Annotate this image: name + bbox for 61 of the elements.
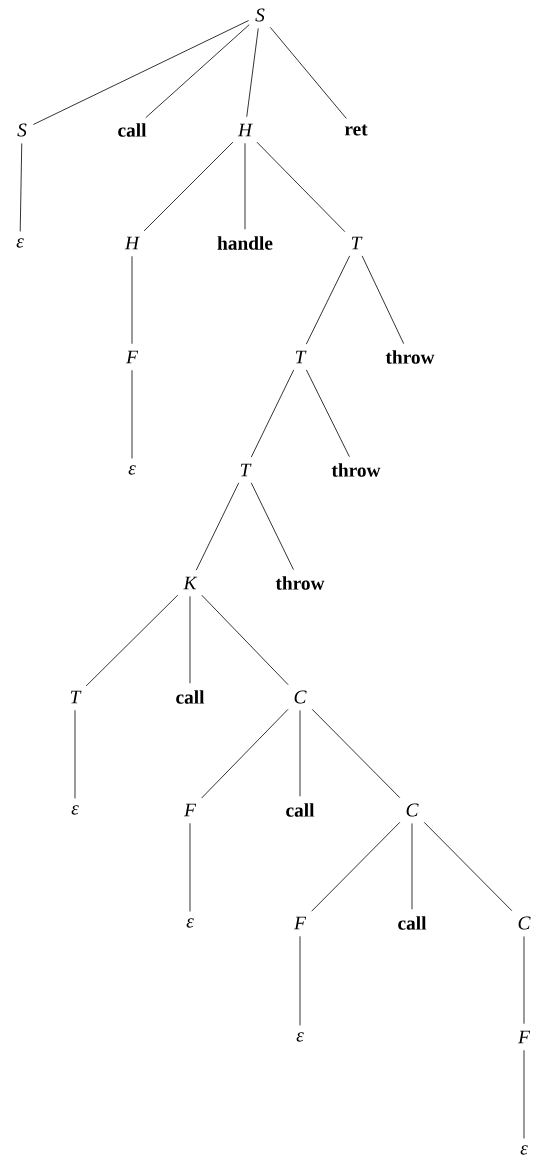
- terminal-symbol: throw: [331, 463, 381, 477]
- tree-edge: [423, 821, 513, 912]
- nonterminal-symbol: T: [70, 690, 82, 704]
- tree-edge: [523, 1049, 525, 1139]
- tree-edge: [74, 709, 76, 799]
- tree-edge: [201, 708, 289, 799]
- tree-edge: [189, 595, 191, 684]
- terminal-symbol: throw: [385, 350, 435, 364]
- terminal-symbol: call: [398, 916, 427, 930]
- tree-edge: [311, 708, 401, 799]
- nonterminal-symbol: F: [126, 350, 139, 364]
- tree-edge: [85, 594, 179, 687]
- tree-edge: [19, 143, 23, 232]
- nonterminal-symbol: F: [184, 803, 197, 817]
- tree-edge: [311, 821, 401, 912]
- nonterminal-symbol: S: [17, 123, 27, 137]
- tree-edge: [361, 255, 405, 345]
- terminal-symbol: ret: [344, 124, 368, 136]
- tree-edge: [244, 142, 246, 230]
- nonterminal-symbol: C: [294, 690, 307, 704]
- nonterminal-symbol: S: [255, 8, 265, 22]
- epsilon-symbol: ε: [16, 238, 24, 248]
- tree-edge: [305, 255, 351, 345]
- nonterminal-symbol: C: [518, 916, 531, 930]
- tree-edge: [269, 27, 347, 119]
- tree-edge: [250, 369, 295, 458]
- terminal-symbol: call: [286, 803, 315, 817]
- terminal-symbol: call: [118, 123, 147, 137]
- tree-edge: [201, 594, 289, 686]
- nonterminal-symbol: H: [124, 236, 140, 250]
- nonterminal-symbol: F: [518, 1030, 531, 1044]
- tree-edge: [305, 369, 350, 458]
- tree-edge: [299, 935, 301, 1026]
- tree-edge: [131, 255, 133, 345]
- tree-edge: [32, 20, 250, 125]
- tree-edge: [523, 936, 525, 1025]
- nonterminal-symbol: T: [240, 463, 252, 477]
- nonterminal-symbol: T: [351, 236, 363, 250]
- epsilon-symbol: ε: [296, 1032, 304, 1042]
- tree-edge: [256, 141, 346, 233]
- tree-edge: [299, 710, 301, 797]
- nonterminal-symbol: F: [294, 916, 307, 930]
- tree-edge: [131, 369, 133, 459]
- tree-edge: [145, 24, 250, 118]
- epsilon-symbol: ε: [71, 805, 79, 815]
- nonterminal-symbol: T: [295, 350, 307, 364]
- epsilon-symbol: ε: [520, 1145, 528, 1155]
- tree-edge: [189, 822, 191, 912]
- tree-edge: [411, 823, 413, 910]
- tree-edge: [246, 28, 259, 118]
- terminal-symbol: call: [176, 690, 205, 704]
- tree-edge: [143, 141, 234, 232]
- tree-edge: [195, 482, 240, 571]
- tree-edge: [250, 482, 294, 571]
- nonterminal-symbol: C: [406, 803, 419, 817]
- epsilon-symbol: ε: [186, 918, 194, 928]
- terminal-symbol: handle: [217, 236, 273, 250]
- nonterminal-symbol: H: [237, 123, 253, 137]
- terminal-symbol: throw: [275, 576, 325, 590]
- epsilon-symbol: ε: [128, 465, 136, 475]
- nonterminal-symbol: K: [183, 576, 198, 590]
